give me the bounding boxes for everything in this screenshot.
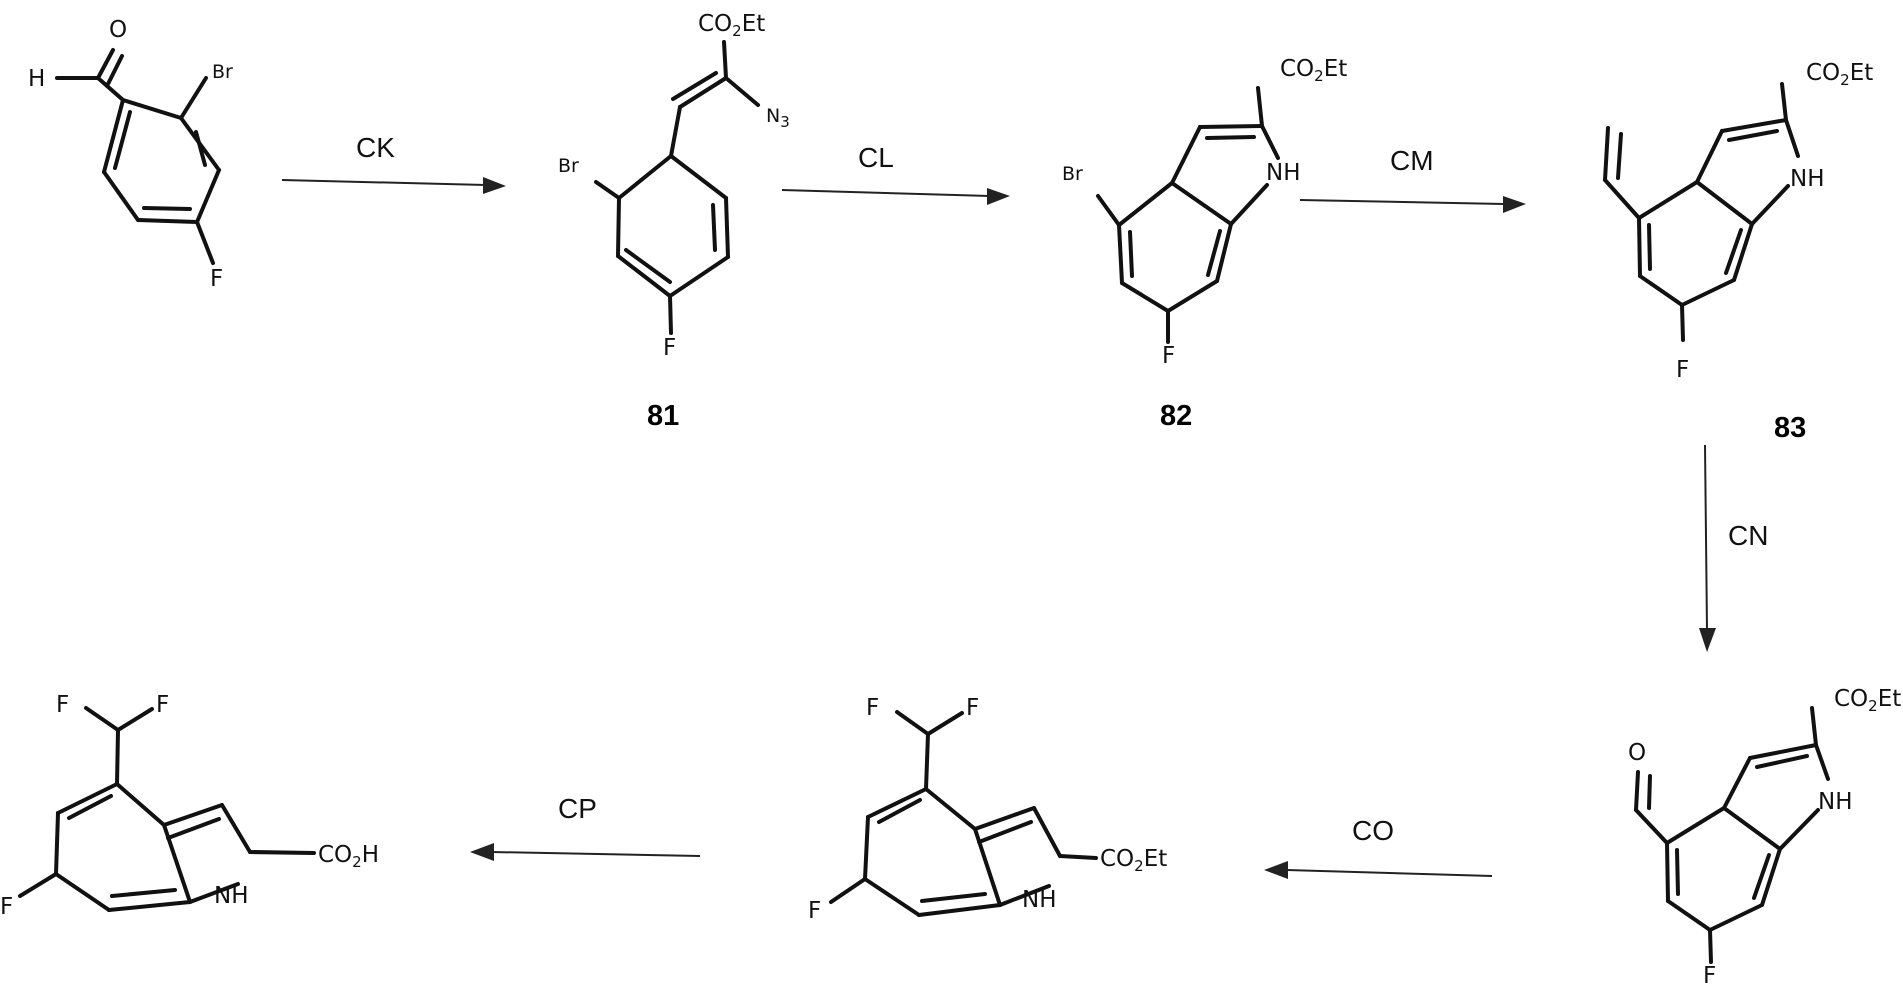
arrow-step-cp: CP [470, 793, 700, 861]
atom-label-f: F [663, 335, 676, 361]
atom-label-f-a: F [56, 692, 69, 718]
starting-material-aldehyde: H O Br F [28, 17, 233, 292]
reagent-label-ck: CK [356, 132, 395, 163]
ester-subscript-2: 2 [1314, 67, 1324, 85]
compound-81: CO2Et N3 Br F 81 [558, 11, 790, 432]
acid-h: H [362, 842, 379, 868]
atom-label-f: F [210, 266, 223, 292]
azide-n: N [766, 105, 780, 127]
arrow-step-co: CO [1264, 815, 1492, 879]
azide-subscript-3: 3 [780, 113, 790, 131]
ester-subscript-2: 2 [1134, 857, 1144, 875]
compound-82: CO2Et NH Br F 82 [1062, 56, 1347, 432]
reagent-label-cm: CM [1390, 145, 1434, 176]
acid-subscript-2: 2 [352, 853, 362, 871]
atom-label-f-b: F [156, 692, 169, 718]
compound-4-difluoromethyl-indole-ester: F F CO2Et NH F [808, 695, 1167, 924]
atom-label-f: F [1676, 357, 1689, 383]
ester-co: CO [1806, 60, 1840, 86]
ester-et: Et [1850, 60, 1874, 86]
atom-label-f: F [1162, 343, 1175, 369]
compound-number-81: 81 [647, 400, 679, 432]
atom-label-nh: NH [1266, 160, 1301, 186]
atom-label-br: Br [212, 61, 233, 83]
ester-label-co2et: CO2Et [1100, 846, 1167, 875]
atom-label-nh: NH [1818, 789, 1853, 815]
reagent-label-cl: CL [858, 142, 894, 173]
ester-subscript-2: 2 [1868, 697, 1878, 715]
compound-number-83: 83 [1774, 412, 1806, 444]
reagent-label-cn: CN [1728, 520, 1768, 551]
atom-label-br: Br [1062, 163, 1083, 185]
ester-et: Et [1144, 846, 1168, 872]
reagent-label-co: CO [1352, 815, 1394, 846]
ester-label-co2et: CO2Et [1806, 60, 1873, 89]
compound-number-82: 82 [1160, 400, 1192, 432]
ester-label-co2et: CO2Et [698, 11, 765, 40]
atom-label-nh: NH [1790, 166, 1825, 192]
ester-subscript-2: 2 [1840, 71, 1850, 89]
atom-label-f: F [808, 898, 821, 924]
ester-label-co2et: CO2Et [1280, 56, 1347, 85]
ester-label-co2et: CO2Et [1834, 686, 1901, 715]
atom-label-f: F [0, 894, 13, 920]
ester-co: CO [698, 11, 732, 37]
azide-label: N3 [766, 105, 790, 131]
acid-label-co2h: CO2H [318, 842, 379, 871]
final-product-carboxylic-acid: F F CO2H NH F [0, 692, 379, 920]
atom-label-f-a: F [866, 695, 879, 721]
arrow-step-cm: CM [1300, 145, 1526, 213]
ester-et: Et [742, 11, 766, 37]
reagent-label-cp: CP [558, 793, 597, 824]
atom-label-br: Br [558, 155, 579, 177]
atom-label-nh: NH [1022, 887, 1057, 913]
ester-co: CO [1834, 686, 1868, 712]
compound-83: CO2Et NH F 83 [1605, 60, 1873, 444]
arrow-step-cl: CL [782, 142, 1010, 205]
ester-co: CO [1100, 846, 1134, 872]
arrow-step-ck: CK [282, 132, 506, 194]
compound-4-formyl-indole-ester: CO2Et NH O F [1628, 686, 1901, 989]
atom-label-h: H [28, 66, 45, 92]
ester-subscript-2: 2 [732, 22, 742, 40]
arrow-step-cn: CN [1699, 445, 1768, 652]
atom-label-f: F [1703, 963, 1716, 989]
ester-co: CO [1280, 56, 1314, 82]
atom-label-o: O [109, 17, 127, 43]
ester-et: Et [1878, 686, 1902, 712]
acid-co: CO [318, 842, 352, 868]
atom-label-o: O [1628, 740, 1646, 766]
atom-label-nh: NH [214, 883, 249, 909]
ester-et: Et [1324, 56, 1348, 82]
atom-label-f-b: F [966, 695, 979, 721]
